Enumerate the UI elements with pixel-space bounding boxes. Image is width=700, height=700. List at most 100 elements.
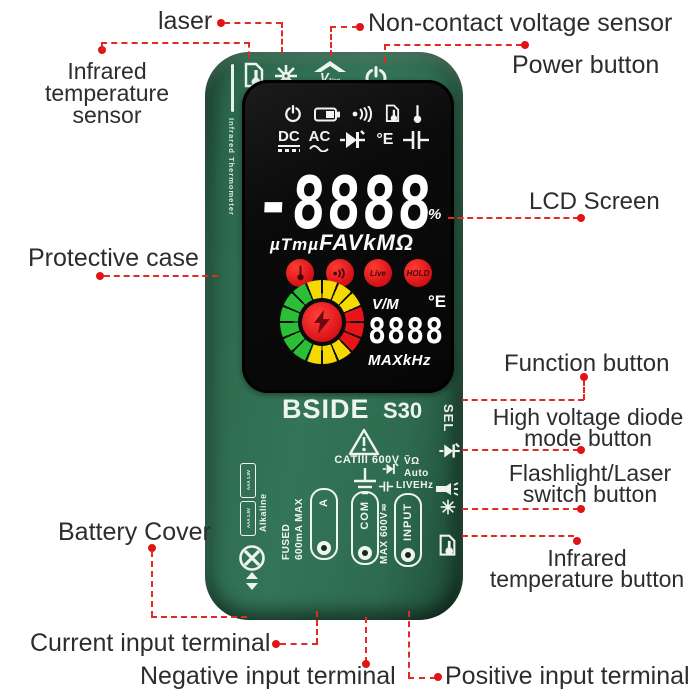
- leader-line: [384, 44, 522, 46]
- percent-unit: %: [428, 206, 442, 223]
- brand-text: BSIDE: [282, 394, 370, 424]
- flashlight-icon[interactable]: [435, 482, 459, 496]
- leader-line: [462, 535, 574, 537]
- max-rating-label: MAX 600V≂: [379, 502, 390, 564]
- auto-text: Auto: [404, 468, 429, 479]
- valert-v-text: V: [319, 70, 329, 85]
- model-text: S30: [382, 398, 423, 423]
- laser-groove: [231, 64, 234, 112]
- ncv-gauge: [280, 280, 364, 364]
- leader-dot: [521, 41, 529, 49]
- sound-alert-icon: [352, 106, 372, 122]
- leader-line: [101, 42, 250, 44]
- leader-line: [384, 44, 386, 63]
- lcd-label: LCD Screen: [529, 188, 660, 215]
- leader-line: [224, 22, 282, 24]
- leader-line: [408, 677, 436, 679]
- leader-line: [330, 26, 358, 28]
- flashlight-label: Flashlight/Laser switch button: [508, 460, 672, 507]
- units-small: µTmµ: [270, 235, 320, 254]
- temp-unit-indicator: °E: [376, 131, 394, 148]
- livehz-text: LIVEHz: [396, 480, 434, 491]
- positive-input-terminal[interactable]: INPUT: [394, 493, 422, 567]
- current-input-terminal[interactable]: A: [310, 488, 338, 560]
- live-mode-button: Live: [364, 259, 392, 287]
- laser-switch-icon[interactable]: [440, 499, 456, 515]
- alkaline-label: Alkaline: [258, 493, 268, 532]
- leader-line: [583, 380, 585, 400]
- leader-line: [462, 449, 579, 451]
- function-sel-button[interactable]: SEL: [441, 404, 456, 433]
- battery-screw-icon[interactable]: [238, 544, 266, 572]
- ir-temp-indicator-icon: [385, 104, 400, 123]
- leader-line: [330, 26, 332, 56]
- leader-line: [462, 508, 579, 510]
- probe-temp-indicator-icon: [413, 105, 422, 123]
- lcd-status-row: [284, 104, 422, 124]
- leader-dot: [434, 673, 442, 681]
- protective-label: Protective case: [28, 244, 199, 272]
- positive-label: Positive input terminal: [445, 662, 690, 690]
- diode-mode-button[interactable]: [438, 442, 462, 460]
- units-row: µTmµFAVkMΩ: [270, 230, 414, 256]
- leader-line: [104, 275, 218, 277]
- leader-line: [448, 217, 579, 219]
- leader-dot: [577, 446, 585, 454]
- leader-dot: [272, 640, 280, 648]
- side-label: Infrared Thermometer: [227, 118, 236, 216]
- leader-dot: [362, 660, 370, 668]
- leader-line: [151, 616, 247, 618]
- leader-line: [281, 22, 283, 53]
- lcd-screen: DC AC °E -8888 % µTmµFAVkMΩ Live HOLD V/…: [242, 80, 454, 393]
- units-big: FAVkMΩ: [319, 230, 414, 255]
- voltage-bolt-icon: [302, 302, 342, 342]
- hold-mode-button: HOLD: [404, 259, 432, 287]
- brand-area: BSIDE S30: [282, 394, 422, 425]
- leader-line: [408, 611, 410, 678]
- battery-aaa-icon: AAA 1.5V: [240, 501, 256, 536]
- leader-dot: [96, 272, 104, 280]
- ac-indicator: AC: [309, 128, 330, 152]
- ir-temp-button[interactable]: [437, 534, 458, 558]
- leader-dot: [577, 505, 585, 513]
- negative-input-terminal[interactable]: COM: [351, 491, 379, 565]
- leader-dot: [577, 214, 585, 222]
- leader-line: [316, 611, 318, 644]
- power-label: Power button: [512, 51, 660, 79]
- diode-mode-label: High voltage diode mode button: [492, 404, 684, 451]
- leader-line: [248, 42, 250, 57]
- ncv-label: Non-contact voltage sensor: [368, 9, 673, 37]
- battery-aaa-icon: AAA 1.5V: [240, 463, 256, 498]
- capacitance-indicator-icon: [403, 131, 430, 149]
- fused-label-line2: 600mA MAX: [294, 498, 305, 560]
- maxkhz-unit: MAXkHz: [368, 352, 432, 369]
- leader-line: [151, 551, 153, 617]
- slide-direction-icon: [245, 572, 259, 590]
- current-label: Current input terminal: [30, 629, 271, 657]
- leader-dot: [356, 23, 364, 31]
- leader-dot: [580, 373, 588, 381]
- battery-cover-label: Battery Cover: [58, 518, 211, 546]
- dc-indicator: DC: [278, 128, 300, 152]
- diode-indicator-icon: [340, 130, 366, 148]
- leader-line: [365, 617, 367, 663]
- vm-unit: V/M: [372, 296, 399, 313]
- ir-button-label: Infrared temperature button: [489, 545, 685, 592]
- battery-icon: [314, 107, 340, 121]
- negative-label: Negative input terminal: [140, 662, 396, 690]
- sub-reading: 8888: [368, 312, 445, 353]
- cat-rating-text: CATIII 600V: [334, 454, 400, 466]
- laser-label: laser: [158, 7, 213, 35]
- function-label: Function button: [504, 350, 670, 377]
- leader-dot: [98, 46, 106, 54]
- leader-dot: [148, 544, 156, 552]
- ir-sensor-label: Infrared temperature sensor: [44, 58, 169, 128]
- lcd-mode-row: DC AC °E: [278, 128, 430, 152]
- leader-line: [101, 43, 103, 50]
- leader-line: [462, 399, 584, 401]
- power-indicator-icon: [285, 105, 301, 123]
- leader-dot: [573, 537, 581, 545]
- leader-line: [280, 643, 318, 645]
- capacitance-small-icon: [378, 481, 394, 492]
- temp-unit-secondary: °E: [428, 292, 447, 311]
